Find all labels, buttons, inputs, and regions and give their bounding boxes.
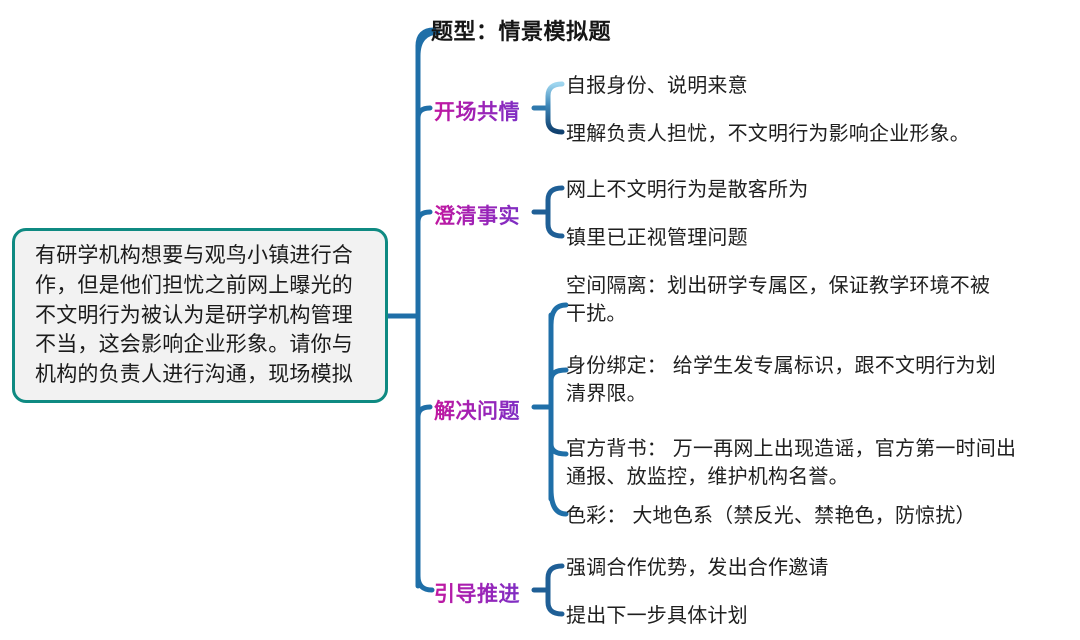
leaf-3-3: 官方背书： 万一再网上出现造谣，官方第一时间出 通报、放监控，维护机构名誉。 [566, 438, 1017, 489]
leaf-4-1: 强调合作优势，发出合作邀请 [566, 557, 829, 579]
branch-label-1[interactable]: 开场共情 [434, 96, 520, 126]
root-node[interactable]: 有研学机构想要与观鸟小镇进行合作，但是他们担忧之前网上曝光的不文明行为被认为是研… [12, 228, 388, 403]
leaf-2-2: 镇里已正视管理问题 [566, 227, 748, 249]
leaf-1-1: 自报身份、说明来意 [566, 75, 748, 97]
leaf-4-2: 提出下一步具体计划 [566, 605, 748, 627]
branch-label-4[interactable]: 引导推进 [434, 578, 520, 608]
branch-label-3[interactable]: 解决问题 [434, 395, 520, 425]
branch-label-2[interactable]: 澄清事实 [434, 200, 520, 230]
leaf-3-2: 身份绑定： 给学生发专属标识，跟不文明行为划 清界限。 [566, 355, 996, 406]
leaf-1-2: 理解负责人担忧，不文明行为影响企业形象。 [566, 123, 970, 145]
root-node-text: 有研学机构想要与观鸟小镇进行合作，但是他们担忧之前网上曝光的不文明行为被认为是研… [35, 243, 353, 387]
leaf-3-1: 空间隔离：划出研学专属区，保证教学环境不被 干扰。 [566, 275, 991, 326]
leaf-3-4: 色彩： 大地色系（禁反光、禁艳色，防惊扰） [566, 505, 976, 527]
leaf-2-1: 网上不文明行为是散客所为 [566, 179, 809, 201]
page-title: 题型：情景模拟题 [431, 19, 612, 44]
